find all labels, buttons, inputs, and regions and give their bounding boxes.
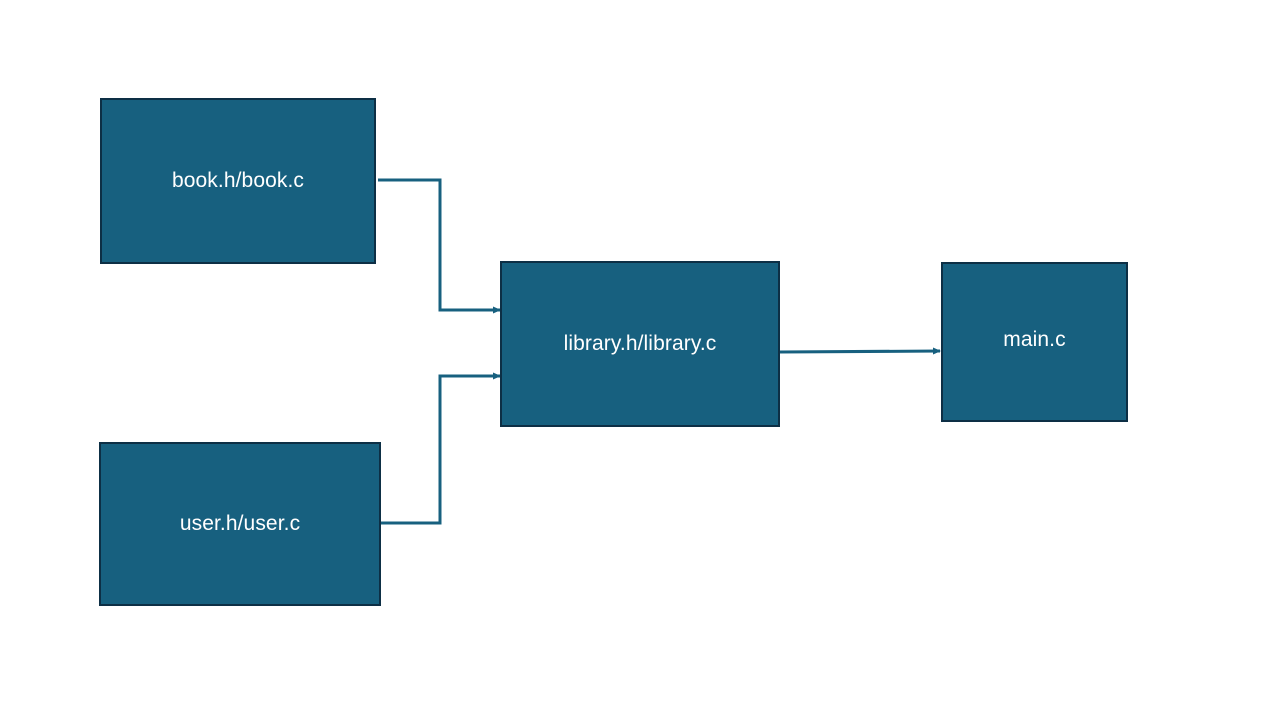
node-library: library.h/library.c — [500, 261, 780, 427]
node-library-label: library.h/library.c — [563, 332, 717, 355]
node-user: user.h/user.c — [99, 442, 381, 606]
node-book-label: book.h/book.c — [171, 169, 305, 192]
node-user-label: user.h/user.c — [179, 512, 301, 535]
edge-book-to-library — [378, 178, 501, 314]
edge-user-to-library — [381, 372, 501, 525]
edge-library-to-main — [779, 347, 941, 355]
node-book: book.h/book.c — [100, 98, 376, 264]
node-main-label: main.c — [1003, 328, 1066, 351]
node-main: main.c — [941, 262, 1128, 422]
